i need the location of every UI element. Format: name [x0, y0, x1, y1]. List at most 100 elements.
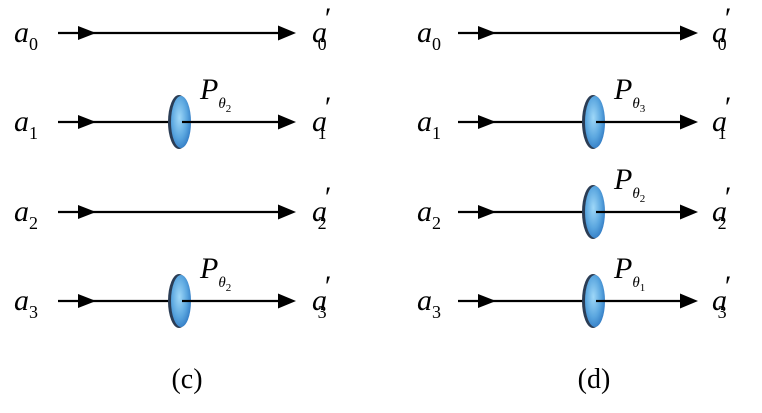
phase-shifter-index: 2: [226, 282, 232, 294]
output-mode-index: 0: [318, 34, 327, 54]
phase-shifter-index: 2: [226, 103, 232, 115]
input-mode-index: 2: [29, 213, 38, 233]
output-mode-symbol: a: [312, 284, 327, 317]
output-mode-label: a′3: [312, 270, 330, 322]
input-mode-label: a3: [14, 284, 38, 322]
input-mode-label: a0: [14, 16, 38, 54]
output-mode-symbol: a: [712, 284, 727, 317]
phase-shifter: Pθ1: [582, 252, 645, 328]
output-arrowhead: [278, 204, 296, 220]
output-mode-label: a′2: [712, 181, 730, 233]
output-arrowhead: [680, 25, 698, 41]
input-mode-index: 1: [29, 123, 38, 143]
output-mode-symbol: a: [312, 195, 327, 228]
output-mode-prime: ′: [323, 181, 330, 214]
phase-shifter-theta: θ: [218, 275, 226, 291]
phase-shifter-label: Pθ1: [613, 252, 645, 294]
input-mode-symbol: a: [417, 105, 432, 138]
phase-shifter-label: Pθ3: [613, 73, 646, 115]
input-mode-index: 0: [432, 34, 441, 54]
input-mode-index: 0: [29, 34, 38, 54]
output-mode-label: a′0: [712, 2, 730, 54]
input-mode-symbol: a: [417, 195, 432, 228]
input-mode-index: 1: [432, 123, 441, 143]
phase-plate-icon: [585, 96, 605, 148]
output-mode-index: 1: [718, 123, 727, 143]
phase-shifter-index: 3: [640, 103, 646, 115]
output-mode-index: 3: [718, 302, 727, 322]
panel-caption: (c): [171, 364, 202, 395]
output-arrowhead: [278, 293, 296, 309]
output-mode-prime: ′: [323, 91, 330, 124]
output-mode-prime: ′: [723, 181, 730, 214]
output-mode-symbol: a: [712, 16, 727, 49]
phase-shifter-theta: θ: [632, 186, 640, 202]
output-arrowhead: [680, 204, 698, 220]
input-mode-label: a1: [14, 105, 38, 143]
output-mode-symbol: a: [312, 105, 327, 138]
phase-shifter: Pθ2: [168, 252, 231, 328]
input-mode-label: a2: [417, 195, 441, 233]
phase-shifter-symbol: P: [199, 73, 218, 106]
phase-plate-icon: [585, 186, 605, 238]
output-mode-label: a′3: [712, 270, 730, 322]
phase-shifter-theta: θ: [632, 96, 640, 112]
input-arrowhead: [78, 205, 96, 219]
phase-plate-icon: [171, 96, 191, 148]
output-arrowhead: [680, 293, 698, 309]
phase-shifter-theta: θ: [632, 275, 640, 291]
phase-shifter: Pθ3: [582, 73, 646, 149]
panel-caption: (d): [578, 364, 611, 395]
input-mode-symbol: a: [417, 284, 432, 317]
output-mode-symbol: a: [712, 105, 727, 138]
input-arrowhead: [478, 205, 496, 219]
input-mode-label: a1: [417, 105, 441, 143]
input-mode-symbol: a: [417, 16, 432, 49]
output-mode-label: a′1: [312, 91, 330, 143]
input-mode-index: 3: [29, 302, 38, 322]
output-mode-prime: ′: [723, 2, 730, 35]
phase-shifter-index: 2: [640, 193, 646, 205]
input-arrowhead: [478, 26, 496, 40]
output-mode-prime: ′: [723, 91, 730, 124]
output-mode-index: 0: [718, 34, 727, 54]
output-arrowhead: [278, 25, 296, 41]
input-mode-label: a0: [417, 16, 441, 54]
output-arrowhead: [680, 114, 698, 130]
output-mode-label: a′1: [712, 91, 730, 143]
phase-shifter-label: Pθ2: [199, 73, 231, 115]
input-mode-symbol: a: [14, 195, 29, 228]
phase-shifter-label: Pθ2: [199, 252, 231, 294]
phase-shifter-symbol: P: [199, 252, 218, 285]
phase-plate-icon: [171, 275, 191, 327]
phase-shifter-index: 1: [640, 282, 646, 294]
output-mode-symbol: a: [712, 195, 727, 228]
input-arrowhead: [478, 294, 496, 308]
phase-shifter: Pθ2: [168, 73, 231, 149]
input-arrowhead: [78, 26, 96, 40]
input-mode-index: 2: [432, 213, 441, 233]
phase-shifter-symbol: P: [613, 163, 632, 196]
output-mode-index: 1: [318, 123, 327, 143]
phase-shifter: Pθ2: [582, 163, 645, 239]
phase-shifter-symbol: P: [613, 252, 632, 285]
phase-plate-icon: [585, 275, 605, 327]
input-mode-label: a2: [14, 195, 38, 233]
output-mode-label: a′0: [312, 2, 330, 54]
input-mode-symbol: a: [14, 16, 29, 49]
input-mode-label: a3: [417, 284, 441, 322]
output-mode-label: a′2: [312, 181, 330, 233]
output-mode-index: 2: [318, 213, 327, 233]
phase-shifter-label: Pθ2: [613, 163, 645, 205]
